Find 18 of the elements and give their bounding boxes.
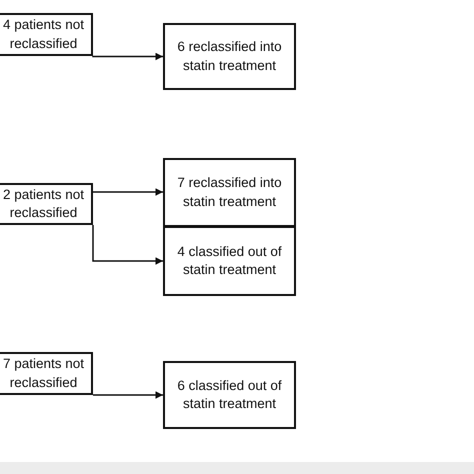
box-text: 4 classified out of statin treatment (176, 242, 283, 279)
box-text: 7 patients not reclassified (2, 355, 86, 392)
box-text: 2 patients not reclassified (2, 186, 86, 222)
process-box (0, 13, 93, 56)
process-box (0, 352, 93, 395)
box-text: 6 classified out of statin treatment (176, 376, 283, 413)
arrow (92, 225, 163, 265)
box-text: 4 patients not reclassified (2, 16, 86, 52)
process-box (0, 183, 93, 225)
process-box (163, 158, 296, 227)
box-text: 6 reclassified into statin treatment (176, 38, 283, 74)
process-box (163, 226, 296, 296)
process-box (163, 23, 296, 90)
arrow (93, 188, 163, 196)
arrow (93, 391, 163, 399)
process-box (163, 361, 296, 429)
box-text: 7 reclassified into statin treatment (176, 174, 283, 210)
arrow (92, 52, 163, 60)
